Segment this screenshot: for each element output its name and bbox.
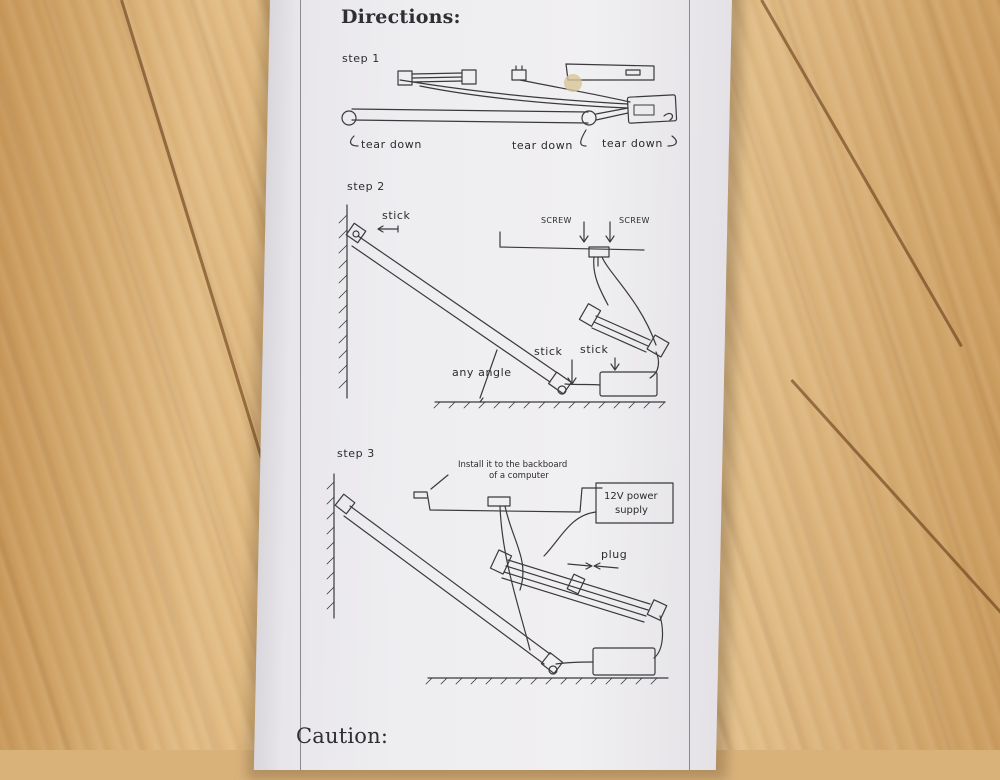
pci-bracket [565,63,655,81]
floor-hatching [425,677,658,685]
screw-arrow-right [605,221,615,243]
step1-title: step 1 [342,52,380,65]
cable-to-inverter [649,351,660,379]
screw-label-right: SCREW [619,216,650,225]
cable-to-inverter [653,615,664,659]
inverter-cable [564,383,601,386]
tube-mount-top [345,222,367,244]
angle-pointer [479,349,498,399]
tube-end-cap-left [341,110,357,126]
power-supply-label-2: supply [615,505,648,516]
stick-label-top: stick [382,209,411,222]
tube-mount-screw-bottom [557,385,567,395]
wire-to-switch [519,79,631,103]
angle-pointer-tip [479,397,484,403]
power-supply-label-1: 12V power [604,491,658,502]
computer-backboard-bracket [413,487,603,513]
wire-connector-mid [566,573,586,595]
stick-label-mid: stick [534,345,563,358]
step3-title: step 3 [337,447,375,460]
tear-arrow-3 [667,135,677,147]
plug-label: plug [601,548,628,561]
wire-connector-left [397,70,413,86]
wire-connector-upper [578,303,602,327]
stick-arrow-right [610,357,620,371]
bracket-switch [625,69,641,76]
tear-question-curl [663,112,674,121]
wire-bundle [411,72,463,83]
wall-hatching [326,481,335,610]
inverter-cable [555,661,594,665]
inverter-box [599,371,658,397]
tear-arrow-1 [349,135,359,147]
wire-harness [399,79,629,105]
bracket-outline [413,491,428,499]
plug-arrow-right [593,562,619,570]
step1-diagram [341,63,678,147]
install-pointer [430,474,449,490]
stick-label-right: stick [580,343,609,356]
power-supply-box [595,482,674,524]
screw-arrow-left [579,221,589,243]
switch-wires [593,256,657,346]
tube-mount-screw-bottom [548,665,558,675]
installation-diagram [326,63,678,685]
inverter-box [626,94,678,124]
small-plug [511,65,527,81]
pc-backboard [499,231,645,251]
wire-harness [419,85,629,109]
plug-arrow-left [567,562,593,570]
tube-mount-top [334,493,356,515]
stick-arrow-mid [567,359,577,385]
wire-bundle [501,559,651,623]
install-note-line-2: of a computer [489,471,549,481]
tear-down-label-3: tear down [602,137,663,150]
caution-heading: Caution: [296,724,389,748]
wire-connector-lower [646,599,668,621]
tube-mount-bottom [540,651,564,675]
inverter-box [592,647,656,676]
angled-light-tube [343,505,551,665]
instruction-panel [300,0,690,770]
inverter-inner [633,104,655,116]
tear-arrow-2 [580,129,587,147]
wire-connector-right [461,69,477,85]
wire-connector-lower [646,334,670,358]
any-angle-label: any angle [452,366,512,379]
wire-bundle [591,315,651,353]
step2-diagram [338,204,670,409]
tear-down-label-2: tear down [512,139,573,152]
tube-mount-bottom [548,371,572,395]
angled-light-tube [351,235,557,383]
power-supply-cable [543,511,597,557]
screw-label-left: SCREW [541,216,572,225]
install-note-line-1: Install it to the backboard [458,460,568,470]
tear-down-label-1: tear down [361,138,422,151]
floor-hatching [433,401,666,409]
tube-end-cap-right [581,110,597,126]
step2-title: step 2 [347,180,385,193]
wire-connector-upper [489,549,513,575]
light-tube [351,108,589,124]
wall-hatching [338,214,348,389]
paper-stain [564,74,582,92]
tube-connector-right [595,107,629,121]
step3-diagram [326,473,674,685]
stick-arrow-top [377,225,399,233]
switch-wires [499,505,531,651]
bracket-switch [487,496,511,507]
directions-heading: Directions: [341,6,461,28]
tube-mount-screw-top [352,230,360,238]
bracket-switch [588,246,610,258]
